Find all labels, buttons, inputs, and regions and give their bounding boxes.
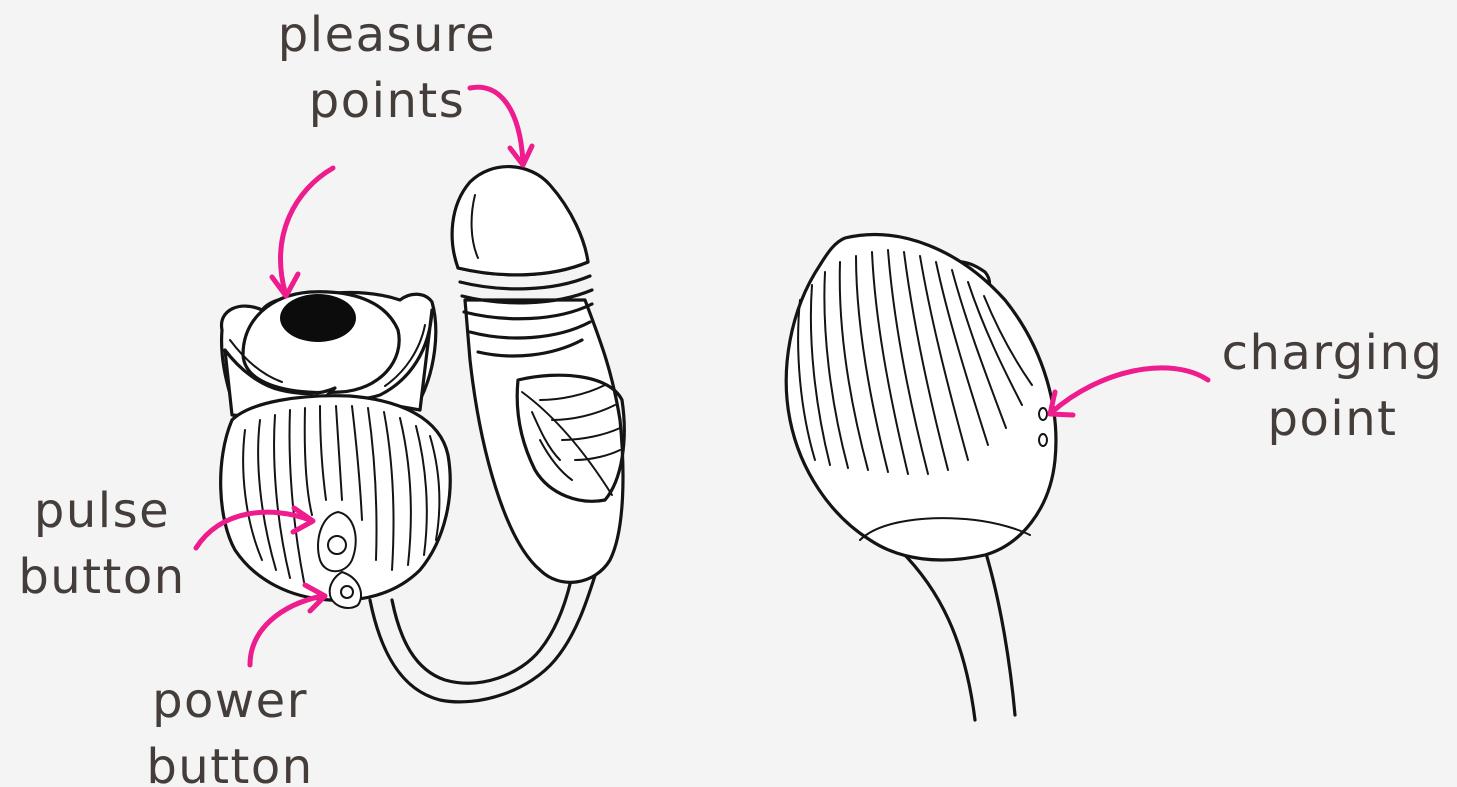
label-pleasure-points: pleasure points bbox=[262, 2, 512, 134]
rose-device bbox=[221, 292, 451, 608]
label-charging-point-line1: charging bbox=[1210, 320, 1455, 386]
label-pulse-button: pulse button bbox=[2, 478, 202, 610]
label-charging-point-line2: point bbox=[1210, 386, 1455, 452]
label-pleasure-points-line2: points bbox=[262, 68, 512, 134]
label-pulse-button-line1: pulse bbox=[2, 478, 202, 544]
label-charging-point: charging point bbox=[1210, 320, 1455, 452]
label-power-button-line2: button bbox=[130, 734, 330, 787]
rose-side-device bbox=[786, 235, 1056, 720]
label-power-button-line1: power bbox=[130, 668, 330, 734]
label-pleasure-points-line1: pleasure bbox=[262, 2, 512, 68]
arrow-to-rose-head bbox=[281, 168, 333, 292]
arrow-to-charging-point bbox=[1052, 368, 1208, 412]
shaft-device bbox=[452, 167, 624, 583]
label-pulse-button-line2: button bbox=[2, 544, 202, 610]
label-power-button: power button bbox=[130, 668, 330, 787]
